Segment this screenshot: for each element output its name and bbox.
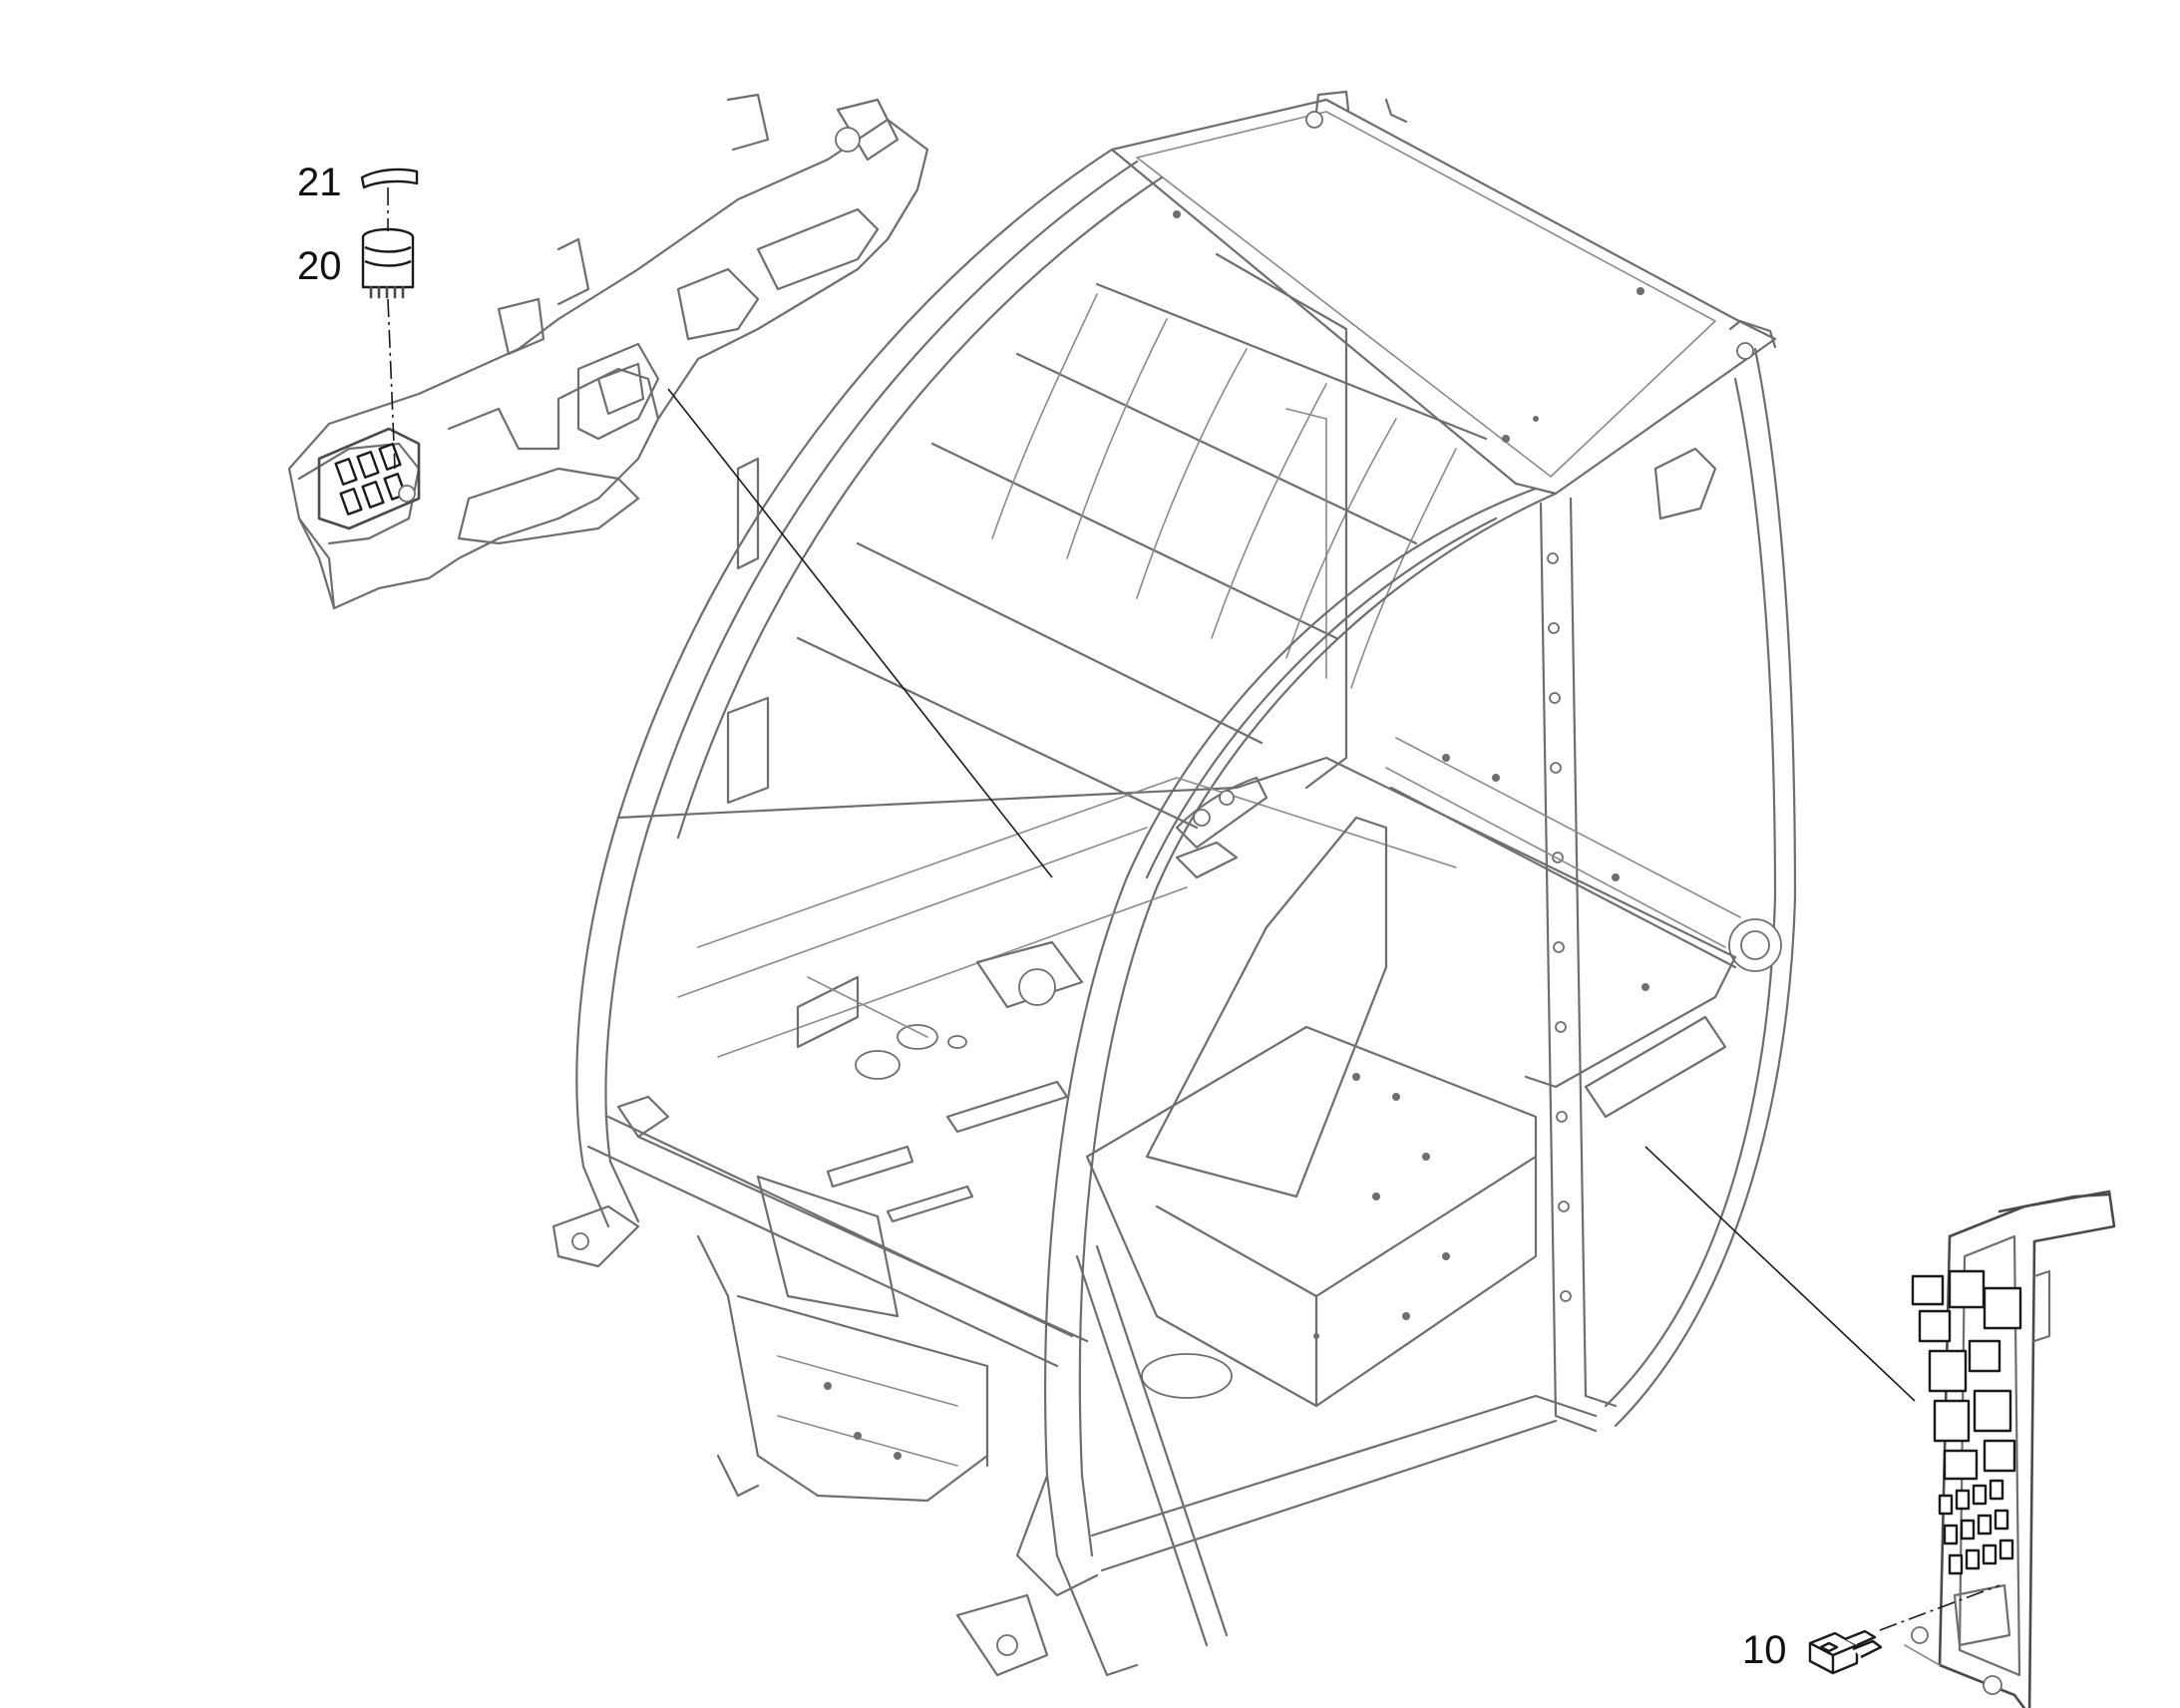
blade-fuse-icon [1808,1629,1883,1675]
dashboard-panel-icon [287,93,929,610]
fuse-relay-board-icon [1904,1190,2116,1708]
leader-fusebox [1644,1146,1916,1402]
callout-20: 20 [297,244,342,288]
callout-10: 10 [1742,1628,1787,1672]
leader-fuse [1879,1584,2000,1631]
leader-lines [387,187,2000,1631]
callout-21: 21 [297,161,342,204]
leader-dashboard [667,388,1053,878]
cab-frame-icon [551,90,1797,1677]
switch-cap-icon [360,168,419,189]
rocker-switch-icon [361,227,415,299]
leader-switch-lower [387,298,396,470]
